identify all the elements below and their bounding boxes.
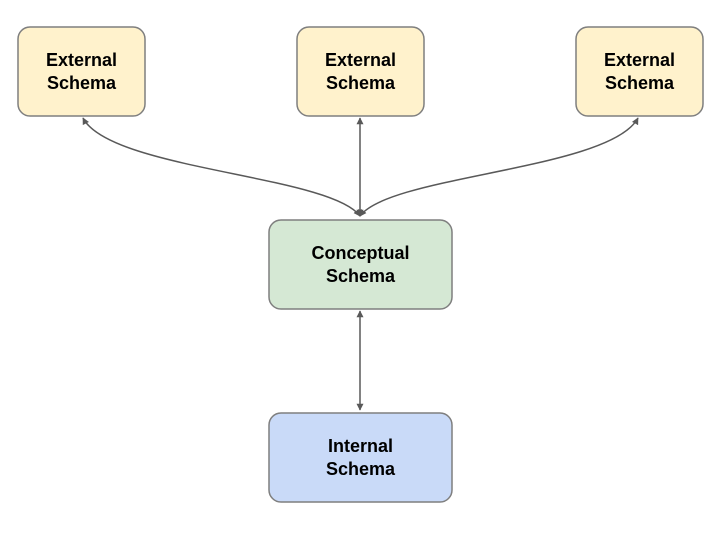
conceptual-schema-box <box>268 219 453 310</box>
external-schema-label: External <box>325 50 396 70</box>
external-schema-label: Schema <box>47 73 117 93</box>
internal-schema-label: Schema <box>326 459 396 479</box>
external-schema-node-2: External Schema <box>296 26 425 117</box>
connector-conceptual-external-3 <box>359 117 639 217</box>
external-schema-box <box>575 26 704 117</box>
external-schema-label: Schema <box>326 73 396 93</box>
external-schema-box <box>17 26 146 117</box>
conceptual-schema-label: Schema <box>326 266 396 286</box>
external-schema-label: External <box>46 50 117 70</box>
external-schema-box <box>296 26 425 117</box>
internal-schema-box <box>268 412 453 503</box>
external-schema-label: External <box>604 50 675 70</box>
conceptual-schema-label: Conceptual <box>311 243 409 263</box>
conceptual-schema-node: Conceptual Schema <box>268 219 453 310</box>
internal-schema-label: Internal <box>328 436 393 456</box>
external-schema-node-1: External Schema <box>17 26 146 117</box>
external-schema-node-3: External Schema <box>575 26 704 117</box>
external-schema-label: Schema <box>605 73 675 93</box>
connector-conceptual-external-1 <box>82 117 361 217</box>
connectors <box>82 117 639 411</box>
internal-schema-node: Internal Schema <box>268 412 453 503</box>
